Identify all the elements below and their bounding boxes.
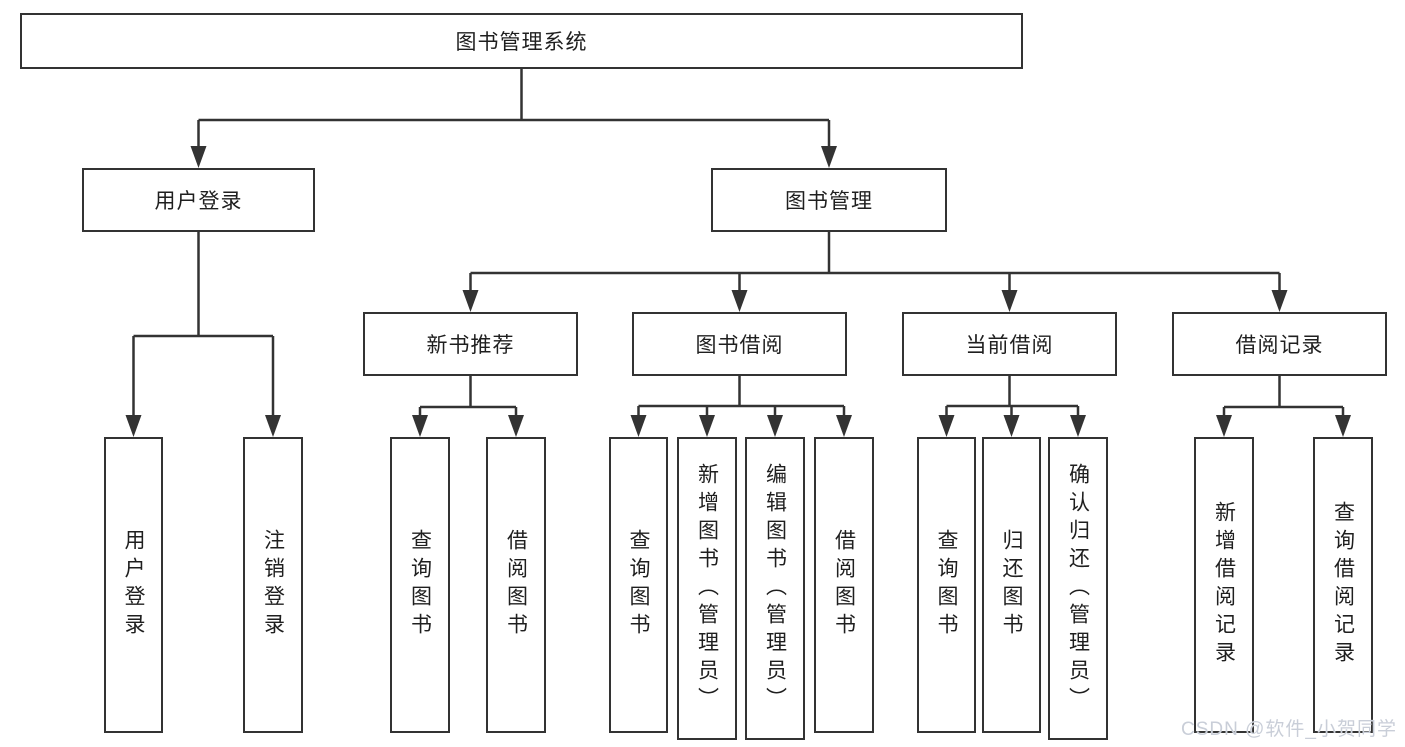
arrowheads (125, 146, 1351, 437)
node-book-management: 图书管理 (711, 168, 947, 232)
node-label: 查询借阅记录 (1331, 501, 1355, 669)
node-return-books: 归还图书 (982, 437, 1041, 733)
node-label: 注销登录 (261, 529, 285, 641)
node-label: 用户登录 (154, 190, 243, 213)
node-query-books-borrowing: 查询图书 (609, 437, 668, 733)
node-confirm-return-admin: 确认归还（管理员） (1048, 437, 1108, 740)
node-user-login-leaf: 用户登录 (104, 437, 163, 733)
node-user-login: 用户登录 (82, 168, 315, 232)
node-add-borrow-record: 新增借阅记录 (1194, 437, 1254, 733)
node-label: 查询图书 (935, 529, 958, 641)
node-label: 当前借阅 (965, 334, 1054, 357)
node-label: 图书管理系统 (455, 31, 588, 54)
node-borrowing-records: 借阅记录 (1172, 312, 1387, 376)
node-label: 用户登录 (122, 529, 145, 641)
node-new-book-recommendation: 新书推荐 (363, 312, 578, 376)
node-label: 借阅记录 (1235, 334, 1324, 357)
node-label: 新书推荐 (426, 334, 515, 357)
node-label: 借阅图书 (832, 529, 856, 641)
node-label: 编辑图书（管理员） (763, 462, 787, 715)
node-query-books-current: 查询图书 (917, 437, 976, 733)
node-book-borrowing: 图书借阅 (632, 312, 847, 376)
node-borrow-books-borrowing: 借阅图书 (814, 437, 874, 733)
node-query-books-recommend: 查询图书 (390, 437, 450, 733)
node-label: 新增借阅记录 (1212, 501, 1236, 669)
node-label: 查询图书 (408, 529, 432, 641)
connector-paths (132, 69, 1345, 419)
node-label: 归还图书 (1000, 529, 1023, 641)
node-label: 借阅图书 (504, 529, 528, 641)
node-edit-book-admin: 编辑图书（管理员） (745, 437, 805, 740)
node-library-management-system: 图书管理系统 (20, 13, 1023, 69)
node-label: 图书管理 (785, 190, 873, 213)
node-label: 新增图书（管理员） (695, 462, 719, 715)
node-current-borrowing: 当前借阅 (902, 312, 1117, 376)
node-borrow-books-recommend: 借阅图书 (486, 437, 546, 733)
node-add-book-admin: 新增图书（管理员） (677, 437, 737, 740)
node-label: 查询图书 (627, 529, 650, 641)
node-logout: 注销登录 (243, 437, 303, 733)
node-label: 确认归还（管理员） (1066, 462, 1090, 715)
node-query-borrow-record: 查询借阅记录 (1313, 437, 1373, 733)
node-label: 图书借阅 (695, 334, 784, 357)
